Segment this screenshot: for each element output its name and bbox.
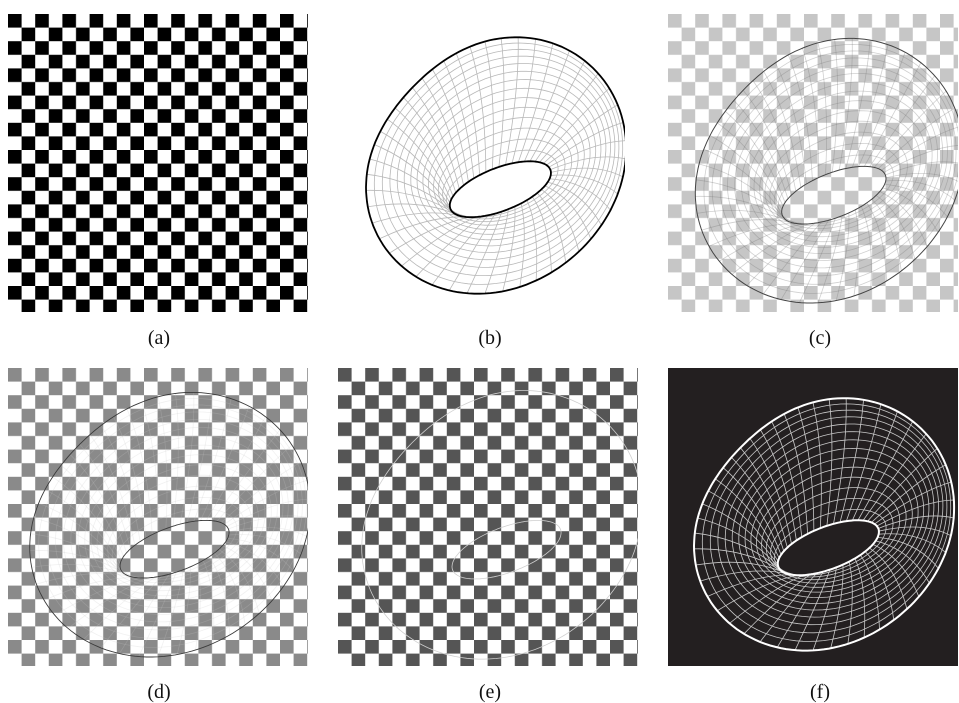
panel-c-surface-over-checkerboard-svg [668, 14, 958, 312]
mesh-radial-line [537, 193, 566, 263]
checkerboard [338, 368, 638, 666]
panel-a-checkerboard [8, 14, 308, 312]
panel-d-surface-over-checkerboard-svg [8, 368, 308, 666]
mesh-radial-line [530, 61, 585, 161]
mesh-radial-line [379, 217, 465, 239]
mesh-radial-line [444, 61, 474, 178]
caption-c: (c) [760, 327, 880, 349]
panel-e-surface-over-checkerboard [338, 368, 638, 666]
mesh-radial-line [527, 200, 537, 280]
caption-a: (a) [99, 327, 219, 349]
panel-e-surface-over-checkerboard-svg [338, 368, 638, 666]
panel-f-surface-mesh-dark-svg [668, 368, 958, 666]
panel-a-checkerboard-svg [8, 14, 308, 312]
mesh-ring-line [443, 139, 565, 219]
mesh-radial-line [402, 217, 477, 266]
mesh-radial-line [432, 69, 468, 182]
mesh-radial-line [432, 215, 489, 285]
caption-d: (d) [99, 681, 219, 703]
checkerboard [8, 368, 308, 666]
caption-b: (b) [430, 327, 550, 349]
panel-b-surface-mesh [345, 14, 625, 304]
dark-background [668, 368, 958, 666]
panel-d-surface-over-checkerboard [8, 368, 308, 666]
surface-group [366, 37, 625, 293]
caption-e: (e) [430, 681, 550, 703]
caption-f: (f) [760, 681, 880, 703]
mesh-radial-line [518, 43, 553, 162]
checkerboard [8, 14, 308, 312]
mesh-radial-line [387, 119, 451, 200]
surface-inner-boundary [450, 161, 551, 217]
mesh-ring-line [390, 56, 615, 267]
mesh-radial-line [503, 206, 515, 291]
panel-b-surface-mesh-svg [345, 14, 625, 304]
panel-c-surface-over-checkerboard [668, 14, 958, 312]
mesh-radial-line [520, 203, 524, 287]
panel-f-surface-mesh-dark [668, 368, 958, 666]
